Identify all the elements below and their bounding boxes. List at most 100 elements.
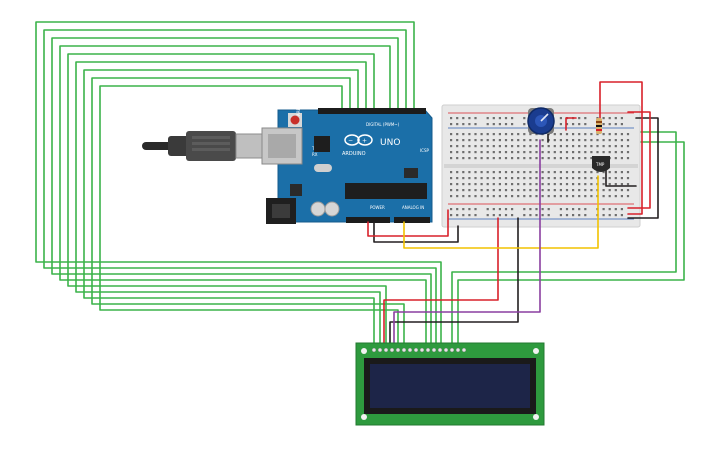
- breadboard-hole[interactable]: [468, 189, 471, 192]
- breadboard-hole[interactable]: [584, 189, 587, 192]
- breadboard-hole[interactable]: [511, 151, 514, 154]
- breadboard-hole[interactable]: [535, 183, 538, 186]
- breadboard-hole[interactable]: [529, 214, 532, 217]
- breadboard-hole[interactable]: [572, 133, 575, 136]
- breadboard-hole[interactable]: [462, 195, 465, 198]
- breadboard-hole[interactable]: [511, 117, 514, 120]
- breadboard-hole[interactable]: [614, 195, 617, 198]
- breadboard-hole[interactable]: [620, 177, 623, 180]
- breadboard-hole[interactable]: [602, 123, 605, 126]
- breadboard-hole[interactable]: [498, 214, 501, 217]
- breadboard-hole[interactable]: [553, 171, 556, 174]
- breadboard-hole[interactable]: [596, 133, 599, 136]
- breadboard-hole[interactable]: [480, 151, 483, 154]
- resistor[interactable]: [596, 118, 602, 134]
- breadboard-hole[interactable]: [559, 133, 562, 136]
- breadboard-hole[interactable]: [547, 208, 550, 211]
- breadboard-hole[interactable]: [529, 195, 532, 198]
- breadboard-hole[interactable]: [456, 139, 459, 142]
- breadboard-hole[interactable]: [578, 177, 581, 180]
- arduino-uno-board[interactable]: − + ARDUINO UNO DIGITAL (PWM~) AREF TX R…: [261, 105, 433, 224]
- breadboard-hole[interactable]: [474, 177, 477, 180]
- breadboard-hole[interactable]: [456, 177, 459, 180]
- breadboard-hole[interactable]: [480, 195, 483, 198]
- breadboard-hole[interactable]: [523, 183, 526, 186]
- breadboard-hole[interactable]: [565, 214, 569, 217]
- breadboard-hole[interactable]: [620, 139, 623, 142]
- breadboard-hole[interactable]: [486, 189, 489, 192]
- breadboard-hole[interactable]: [559, 189, 562, 192]
- breadboard-hole[interactable]: [486, 123, 489, 126]
- breadboard-hole[interactable]: [517, 189, 520, 192]
- breadboard-hole[interactable]: [504, 208, 508, 211]
- breadboard-hole[interactable]: [541, 157, 544, 160]
- breadboard-hole[interactable]: [517, 133, 520, 136]
- breadboard-hole[interactable]: [511, 183, 514, 186]
- breadboard-hole[interactable]: [450, 214, 453, 217]
- breadboard-hole[interactable]: [529, 151, 532, 154]
- breadboard-hole[interactable]: [584, 133, 587, 136]
- breadboard-hole[interactable]: [504, 123, 508, 126]
- lcd-pin[interactable]: [437, 347, 443, 353]
- breadboard-hole[interactable]: [468, 157, 471, 160]
- lcd-pin[interactable]: [407, 347, 413, 353]
- breadboard-hole[interactable]: [626, 183, 630, 186]
- breadboard-hole[interactable]: [547, 214, 550, 217]
- breadboard-hole[interactable]: [565, 151, 569, 154]
- breadboard-hole[interactable]: [541, 171, 544, 174]
- breadboard-hole[interactable]: [511, 139, 514, 142]
- breadboard-hole[interactable]: [547, 177, 550, 180]
- breadboard-hole[interactable]: [498, 139, 501, 142]
- breadboard-hole[interactable]: [620, 183, 623, 186]
- breadboard-hole[interactable]: [565, 208, 569, 211]
- breadboard-hole[interactable]: [462, 117, 465, 120]
- breadboard-hole[interactable]: [559, 123, 562, 126]
- breadboard-hole[interactable]: [590, 171, 593, 174]
- breadboard-hole[interactable]: [498, 177, 501, 180]
- breadboard-hole[interactable]: [602, 195, 605, 198]
- breadboard-hole[interactable]: [614, 214, 617, 217]
- breadboard-hole[interactable]: [602, 145, 605, 148]
- breadboard-hole[interactable]: [541, 183, 544, 186]
- breadboard-hole[interactable]: [626, 145, 630, 148]
- breadboard-hole[interactable]: [480, 177, 483, 180]
- breadboard-hole[interactable]: [492, 171, 495, 174]
- breadboard-hole[interactable]: [565, 177, 569, 180]
- breadboard-hole[interactable]: [590, 139, 593, 142]
- breadboard-hole[interactable]: [450, 208, 453, 211]
- breadboard-hole[interactable]: [468, 195, 471, 198]
- breadboard-hole[interactable]: [504, 214, 508, 217]
- breadboard-hole[interactable]: [541, 177, 544, 180]
- breadboard-hole[interactable]: [596, 139, 599, 142]
- breadboard-hole[interactable]: [450, 151, 453, 154]
- breadboard-hole[interactable]: [474, 189, 477, 192]
- lcd-pin[interactable]: [419, 347, 425, 353]
- breadboard-hole[interactable]: [523, 177, 526, 180]
- breadboard-hole[interactable]: [590, 151, 593, 154]
- breadboard-hole[interactable]: [456, 117, 459, 120]
- breadboard-hole[interactable]: [584, 117, 587, 120]
- breadboard-hole[interactable]: [572, 177, 575, 180]
- breadboard-hole[interactable]: [620, 123, 623, 126]
- breadboard-hole[interactable]: [541, 189, 544, 192]
- breadboard-hole[interactable]: [626, 157, 630, 160]
- breadboard-hole[interactable]: [596, 145, 599, 148]
- breadboard-hole[interactable]: [456, 145, 459, 148]
- breadboard-hole[interactable]: [511, 214, 514, 217]
- breadboard-hole[interactable]: [535, 208, 538, 211]
- breadboard-hole[interactable]: [608, 177, 611, 180]
- potentiometer[interactable]: [527, 107, 555, 135]
- lcd-pin[interactable]: [395, 347, 401, 353]
- breadboard-hole[interactable]: [486, 139, 489, 142]
- breadboard-hole[interactable]: [498, 195, 501, 198]
- breadboard-hole[interactable]: [486, 195, 489, 198]
- breadboard-hole[interactable]: [620, 208, 623, 211]
- breadboard-hole[interactable]: [468, 139, 471, 142]
- breadboard-hole[interactable]: [504, 195, 508, 198]
- breadboard-hole[interactable]: [541, 139, 544, 142]
- breadboard-hole[interactable]: [523, 171, 526, 174]
- breadboard-hole[interactable]: [474, 183, 477, 186]
- breadboard-hole[interactable]: [547, 195, 550, 198]
- breadboard-hole[interactable]: [559, 145, 562, 148]
- breadboard-hole[interactable]: [517, 151, 520, 154]
